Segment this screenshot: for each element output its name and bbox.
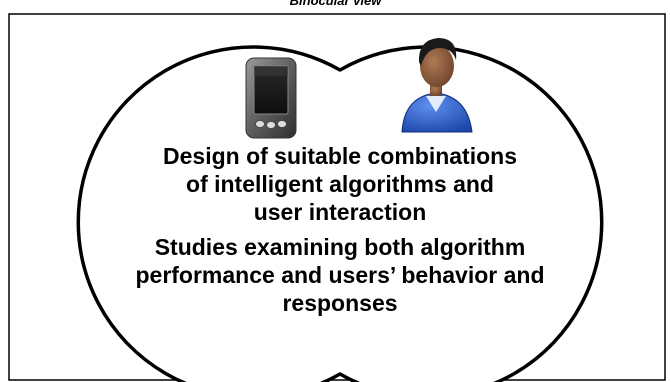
handheld-device-icon bbox=[245, 57, 297, 139]
studies-line-3: responses bbox=[282, 290, 398, 316]
outer-frame bbox=[8, 13, 666, 381]
user-avatar-icon bbox=[401, 38, 473, 133]
design-text-block: Design of suitable combinations of intel… bbox=[60, 142, 620, 226]
design-line-2: of intelligent algorithms and bbox=[186, 171, 494, 197]
studies-line-2: performance and users’ behavior and bbox=[135, 262, 545, 288]
studies-text-block: Studies examining both algorithm perform… bbox=[60, 233, 620, 317]
studies-line-1: Studies examining both algorithm bbox=[154, 234, 526, 260]
design-line-1: Design of suitable combinations bbox=[163, 143, 517, 169]
design-line-3: user interaction bbox=[253, 199, 427, 225]
diagram-title: Binocular view bbox=[289, 0, 382, 8]
